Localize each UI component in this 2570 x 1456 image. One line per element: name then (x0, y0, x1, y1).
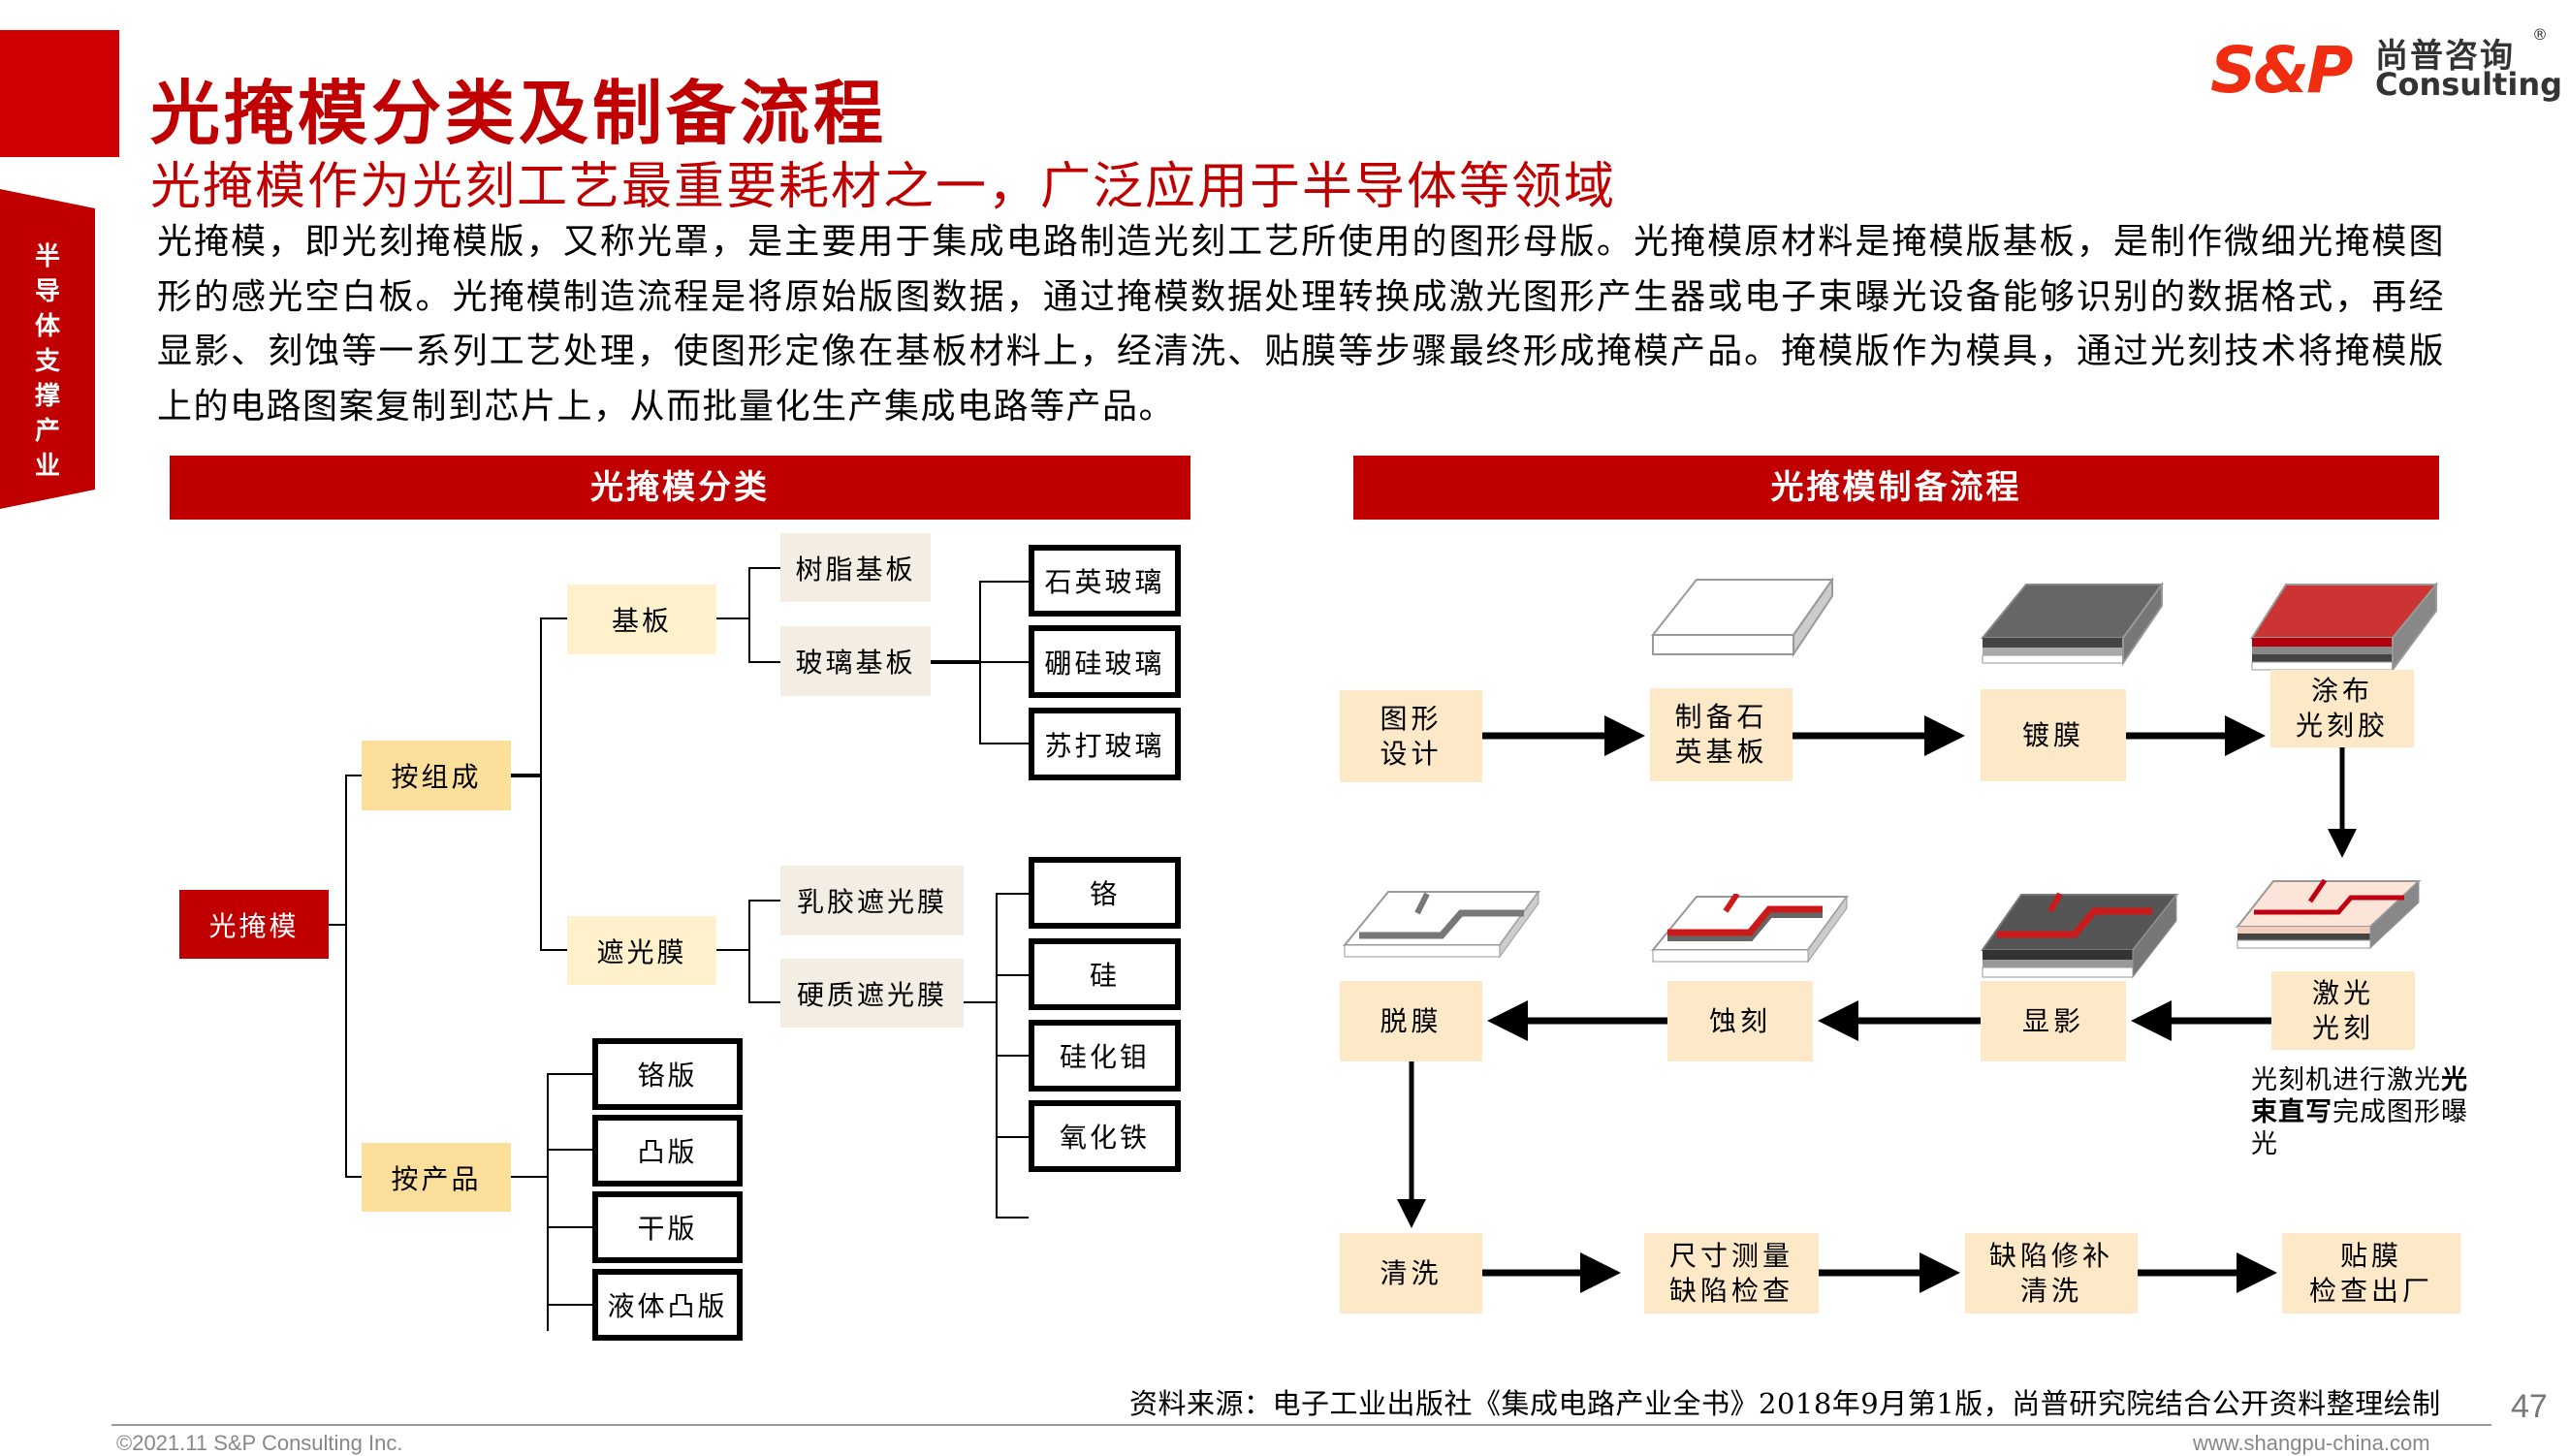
note-text: 光刻机进行激光 (2251, 1065, 2441, 1095)
tree-emulsion-shield: 乳胶遮光膜 (780, 866, 964, 935)
header-accent-bar (0, 30, 119, 157)
step-coating: 镀膜 (1981, 689, 2126, 781)
step-resist-coating: 涂布 光刻胶 (2270, 670, 2414, 747)
tree-by-composition: 按组成 (362, 741, 511, 810)
classification-header: 光掩模分类 (170, 456, 1190, 520)
step-clean: 清洗 (1340, 1233, 1482, 1314)
resist-coated-plate-icon (2250, 582, 2439, 674)
logo-cn: 尚普咨询 (2375, 37, 2515, 76)
step-develop: 显影 (1981, 981, 2126, 1061)
tree-leaf: 干版 (592, 1191, 743, 1263)
developed-plate-icon (1981, 892, 2179, 979)
laser-step-note: 光刻机进行激光光束直写完成图形曝光 (2251, 1064, 2484, 1160)
note-bold: 光束直写 (2251, 1065, 2468, 1127)
footer-divider (111, 1424, 2491, 1426)
coated-plate-icon (1980, 582, 2164, 667)
step-pattern-design: 图形 设计 (1340, 690, 1482, 782)
side-tab-label: 半导体支撑产业 (34, 242, 60, 481)
tree-leaf: 石英玻璃 (1029, 545, 1181, 617)
etched-plate-icon (1650, 894, 1849, 964)
stripped-plate-icon (1342, 890, 1540, 959)
step-pellicle-ship: 贴膜 检查出厂 (2282, 1233, 2460, 1314)
tree-leaf: 铬版 (592, 1038, 743, 1110)
copyright: ©2021.11 S&P Consulting Inc. (116, 1431, 403, 1455)
step-quartz-substrate: 制备石 英基板 (1650, 688, 1793, 781)
process-header: 光掩模制备流程 (1353, 456, 2439, 520)
tree-leaf: 铬 (1029, 857, 1181, 929)
tree-hard-shield: 硬质遮光膜 (780, 959, 964, 1028)
tree-by-product: 按产品 (362, 1143, 511, 1212)
side-tab-shape (0, 189, 95, 509)
page-number: 47 (2511, 1388, 2548, 1425)
step-strip: 脱膜 (1340, 981, 1482, 1061)
company-logo: S&P 尚普咨询 ® Consulting (2210, 25, 2562, 108)
tree-leaf: 凸版 (592, 1115, 743, 1187)
step-measure-inspect: 尺寸测量 缺陷检查 (1644, 1233, 1819, 1314)
tree-leaf: 硅 (1029, 938, 1181, 1010)
note-text: 完成图形曝光 (2251, 1097, 2468, 1159)
tree-light-shield: 遮光膜 (567, 916, 716, 985)
logo-brand: S&P (2210, 33, 2353, 108)
step-repair-clean: 缺陷修补 清洗 (1965, 1233, 2138, 1314)
step-laser-lithography: 激光 光刻 (2271, 971, 2415, 1050)
exposed-plate-icon (2235, 878, 2422, 950)
logo-registered: ® (2532, 25, 2548, 44)
tree-leaf: 苏打玻璃 (1029, 708, 1181, 780)
tree-leaf: 硅化钼 (1029, 1020, 1181, 1092)
tree-root-photomask: 光掩模 (179, 890, 329, 959)
logo-en: Consulting (2375, 66, 2562, 103)
tree-glass-substrate: 玻璃基板 (780, 626, 931, 696)
side-category-tab: 半导体支撑产业 (0, 189, 95, 509)
tree-leaf: 液体凸版 (592, 1269, 743, 1341)
tree-substrate: 基板 (567, 585, 716, 654)
website-link[interactable]: www.shangpu-china.com (2193, 1431, 2430, 1455)
tree-leaf: 氧化铁 (1029, 1100, 1181, 1172)
page-subtitle: 光掩模作为光刻工艺最重要耗材之一，广泛应用于半导体等领域 (150, 158, 1617, 216)
tree-resin-substrate: 树脂基板 (780, 533, 931, 602)
step-etch: 蚀刻 (1667, 981, 1813, 1061)
blank-quartz-plate-icon (1650, 577, 1834, 658)
intro-paragraph: 光掩模，即光刻掩模版，又称光罩，是主要用于集成电路制造光刻工艺所使用的图形母版。… (157, 222, 2445, 427)
source-note: 资料来源：电子工业出版社《集成电路产业全书》2018年9月第1版，尚普研究院结合… (1129, 1387, 2441, 1420)
page-title: 光掩模分类及制备流程 (150, 72, 888, 154)
tree-leaf: 硼硅玻璃 (1029, 625, 1181, 698)
